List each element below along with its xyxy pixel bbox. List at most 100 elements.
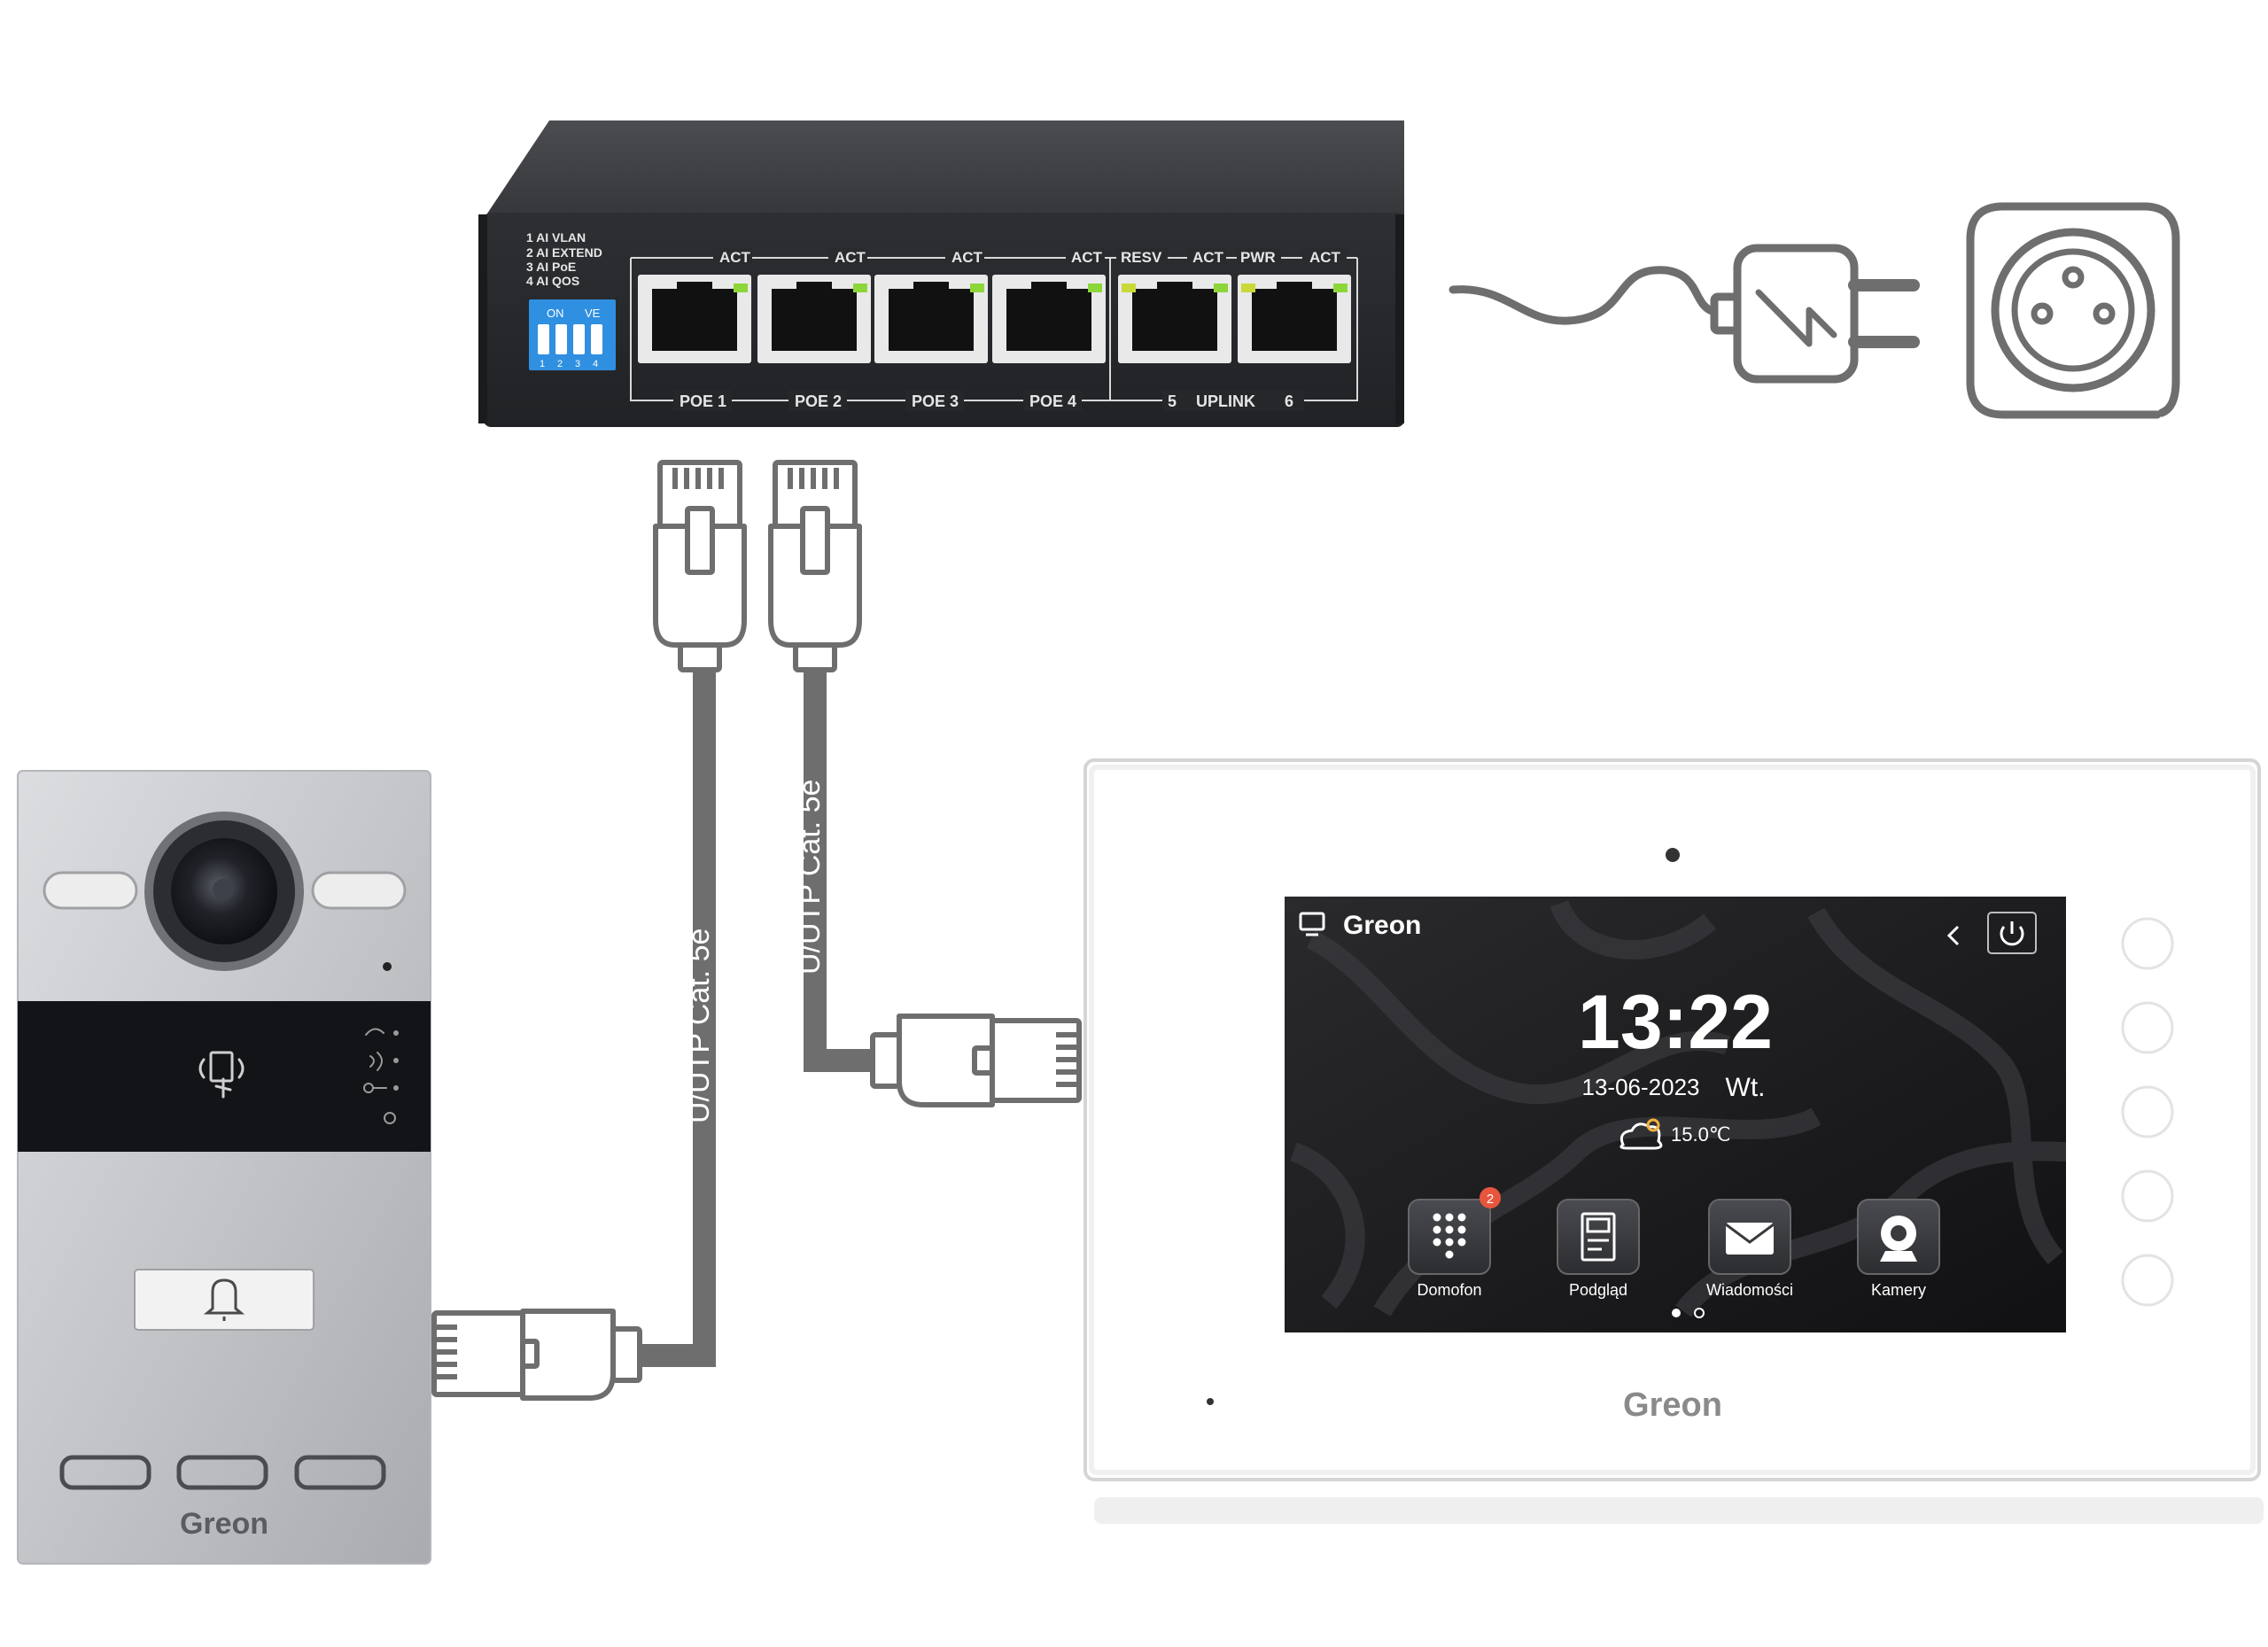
door-station: Greon <box>17 770 431 1565</box>
app-kamery[interactable]: Kamery <box>1857 1199 1940 1299</box>
wall-socket-icon <box>1966 202 2180 419</box>
port-poe-4[interactable] <box>992 275 1106 363</box>
badge-count: 2 <box>1487 1192 1494 1207</box>
port-label-2: POE 2 <box>795 392 842 410</box>
top-label-4: ACT <box>1071 249 1103 266</box>
poe-switch: 1 AI VLAN 2 AI EXTEND 3 AI PoE 4 AI QOS … <box>478 120 1404 427</box>
dip-number-4: 4 <box>593 359 598 369</box>
cable-1-label: U/UTP Cat. 5e <box>682 928 716 1123</box>
temperature: 15.0℃ <box>1671 1123 1731 1146</box>
volume-button <box>2121 917 2174 970</box>
lightning-icon <box>1755 289 1837 347</box>
unlock-button <box>2121 1254 2174 1307</box>
cable-2-label: U/UTP Cat. 5e <box>793 780 827 975</box>
setting-4: 4 AI QOS <box>526 274 579 288</box>
switch-top-panel <box>484 120 1404 219</box>
led-4 <box>1088 284 1102 292</box>
cable-doorbell: U/UTP Cat. 5e <box>620 660 716 1367</box>
notification-badge <box>1480 1187 1501 1208</box>
app-label-domofon: Domofon <box>1417 1281 1481 1299</box>
monitor-brand: Greon <box>1623 1387 1722 1424</box>
uplink-label: UPLINK <box>1196 392 1255 410</box>
rj45-plug-2-icon <box>768 460 862 672</box>
envelope-icon <box>1725 1223 1775 1255</box>
top-label-6: ACT <box>1192 249 1224 266</box>
dip-switch[interactable]: ON VE 1 2 3 4 <box>529 299 616 370</box>
led-light-right <box>311 871 407 910</box>
monitor-screen[interactable]: Greon 13:22 13-06-2023 Wt. 15.0℃ <box>1285 897 2067 1332</box>
top-label-8: ACT <box>1309 249 1341 266</box>
app-label-podglad: Podgląd <box>1569 1281 1627 1299</box>
dip-number-3: 3 <box>575 359 580 369</box>
monitor-camera <box>1666 848 1680 862</box>
rj45-plug-monitor-icon <box>870 1014 1082 1107</box>
door-station-icon <box>1581 1212 1616 1262</box>
port-uplink-6[interactable] <box>1238 275 1351 363</box>
port-label-3: POE 3 <box>912 392 959 410</box>
uplink-left-number: 5 <box>1168 392 1177 410</box>
port-uplink-5[interactable] <box>1118 275 1231 363</box>
rfid-card-icon <box>198 1051 245 1099</box>
keypad-icon <box>1433 1213 1466 1259</box>
talk-status-icon <box>369 1052 383 1071</box>
indoor-monitor: Greon Greon <box>1084 758 2264 1524</box>
handicap-icon <box>384 1112 396 1124</box>
top-label-3: ACT <box>951 249 983 266</box>
dip-on-label: ON <box>547 307 564 320</box>
led-1 <box>734 284 748 292</box>
led-6b <box>1333 284 1348 292</box>
back-icon[interactable] <box>1946 925 1960 946</box>
top-label-7: PWR <box>1240 249 1276 266</box>
app-podglad[interactable]: Podgląd <box>1557 1199 1640 1299</box>
led-6a <box>1241 284 1255 292</box>
monitor-screen-icon <box>1299 912 1325 936</box>
answer-button <box>2121 1085 2174 1138</box>
top-label-2: ACT <box>835 249 866 266</box>
port-poe-3[interactable] <box>874 275 988 363</box>
door-station-brand: Greon <box>180 1507 268 1541</box>
dip-number-2: 2 <box>557 359 563 369</box>
setting-2: 2 AI EXTEND <box>526 245 602 260</box>
app-domofon[interactable]: 2 Domofon <box>1408 1187 1501 1299</box>
rj45-plug-1-icon <box>653 460 747 672</box>
led-5a <box>1122 284 1136 292</box>
led-3 <box>970 284 984 292</box>
webcam-icon <box>1880 1216 1917 1262</box>
monitor-view-button <box>2121 1169 2174 1223</box>
call-status-icon <box>365 1028 384 1036</box>
rj45-plug-doorbell-icon <box>431 1309 642 1401</box>
speaker-grille <box>59 1455 386 1490</box>
led-5b <box>1214 284 1228 292</box>
power-icon <box>2000 926 2024 946</box>
port-poe-2[interactable] <box>757 275 871 363</box>
call-button[interactable] <box>134 1269 315 1331</box>
monitor-microphone <box>1207 1398 1214 1405</box>
app-label-kamery: Kamery <box>1871 1281 1926 1299</box>
port-label-1: POE 1 <box>680 392 726 410</box>
screen-brand: Greon <box>1343 911 1421 940</box>
top-label-1: ACT <box>719 249 751 266</box>
led-light-left <box>43 871 138 910</box>
app-wiadomosci[interactable]: Wiadomości <box>1706 1199 1793 1299</box>
port-label-4: POE 4 <box>1029 392 1076 410</box>
led-2 <box>853 284 867 292</box>
microphone-hole <box>383 962 392 971</box>
dip-number-1: 1 <box>540 359 545 369</box>
setting-3: 3 AI PoE <box>526 260 576 274</box>
port-poe-1[interactable] <box>638 275 751 363</box>
page-indicator[interactable] <box>1672 1308 1705 1318</box>
clock-time: 13:22 <box>1578 980 1773 1065</box>
cable-monitor: U/UTP Cat. 5e <box>793 660 882 1072</box>
weather-icon <box>1619 1118 1663 1150</box>
minus-button <box>2121 1001 2174 1054</box>
setting-1: 1 AI VLAN <box>526 230 586 245</box>
bell-icon <box>203 1278 245 1315</box>
clock-weekday: Wt. <box>1726 1073 1766 1102</box>
power-cable <box>1449 244 1920 384</box>
clock-date: 13-06-2023 <box>1582 1074 1700 1100</box>
side-buttons[interactable] <box>2121 917 2174 1307</box>
rfid-panel <box>18 1001 431 1152</box>
power-button[interactable] <box>1987 912 2037 954</box>
status-icons <box>363 1028 396 1124</box>
